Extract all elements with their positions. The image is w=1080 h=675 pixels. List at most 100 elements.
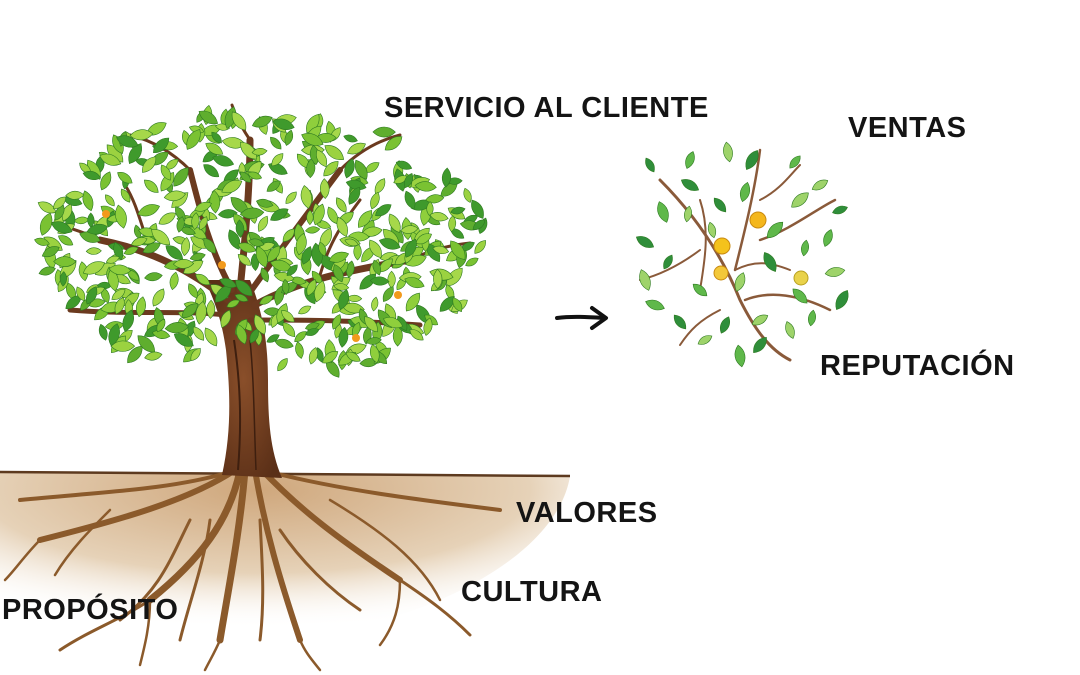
leaf	[404, 172, 414, 189]
leaf	[322, 351, 339, 364]
leaf	[267, 245, 281, 263]
leaf	[181, 303, 199, 318]
leaf	[239, 171, 252, 183]
leaf	[306, 209, 314, 226]
leaf	[832, 205, 848, 215]
leaf	[439, 296, 455, 312]
leaf	[358, 210, 373, 228]
leaf	[286, 264, 298, 276]
leaf	[332, 314, 342, 330]
leaf	[319, 178, 330, 199]
leaf	[41, 246, 60, 258]
leaf	[173, 333, 194, 347]
leaf	[85, 247, 102, 255]
leaf	[344, 158, 355, 179]
leaf	[253, 314, 266, 335]
leaf	[336, 216, 348, 237]
leaf	[450, 206, 466, 215]
leaf	[645, 299, 665, 311]
leaf	[116, 135, 139, 148]
leaf	[348, 186, 361, 205]
leaf	[108, 264, 132, 276]
leaf	[465, 257, 479, 267]
leaf	[158, 212, 177, 225]
leaf	[305, 226, 321, 234]
leaf	[282, 228, 295, 243]
label-valores: VALORES	[516, 497, 658, 529]
leaf	[234, 293, 249, 302]
leaf	[82, 170, 101, 181]
leaf	[270, 208, 289, 221]
leaf	[400, 225, 419, 234]
leaf	[53, 256, 77, 267]
leaf	[343, 134, 358, 143]
leaf	[169, 271, 179, 291]
leaf	[198, 110, 218, 125]
leaf	[719, 316, 731, 334]
leaf	[188, 283, 198, 299]
leaf	[78, 261, 89, 282]
leaf	[198, 216, 208, 231]
leaf	[172, 258, 195, 269]
leaf	[713, 197, 727, 213]
fruit	[713, 211, 809, 286]
leaf	[472, 219, 486, 230]
leaf	[144, 272, 163, 282]
leaf	[251, 115, 273, 128]
leaf	[384, 136, 403, 151]
leaf	[448, 215, 457, 233]
leaf	[189, 226, 207, 240]
leaf	[61, 203, 73, 222]
leaf	[311, 270, 323, 285]
leaf	[353, 242, 362, 261]
leaf	[86, 223, 109, 235]
leaf	[789, 155, 801, 169]
leaf	[277, 358, 288, 372]
leaf	[323, 161, 339, 177]
leaf	[65, 295, 82, 309]
leaf	[212, 155, 235, 167]
leaf	[452, 297, 463, 313]
leaf	[423, 317, 433, 336]
leaf	[235, 219, 245, 238]
leaf	[766, 221, 784, 239]
leaf	[378, 238, 401, 250]
leaf	[426, 201, 434, 217]
leaf	[345, 179, 367, 191]
leaf	[314, 280, 326, 303]
leaf	[59, 271, 67, 287]
leaf	[333, 283, 350, 291]
leaf	[374, 178, 386, 195]
tree-roots	[3, 466, 502, 672]
leaf	[315, 347, 324, 363]
leaf	[824, 267, 846, 277]
leaf	[122, 309, 134, 332]
leaf	[414, 181, 437, 192]
leaf	[235, 279, 253, 297]
leaf	[206, 299, 216, 319]
leaf	[123, 246, 139, 255]
leaf	[338, 289, 349, 311]
leaf	[429, 212, 449, 222]
leaf	[316, 149, 328, 168]
leaf	[247, 171, 263, 180]
leaf	[344, 238, 359, 247]
leaf	[195, 273, 211, 286]
leaf	[347, 142, 366, 155]
leaf	[160, 164, 172, 181]
leaf	[239, 207, 265, 219]
leaf	[173, 167, 189, 187]
leaf	[274, 338, 294, 349]
leaf	[290, 276, 307, 285]
leaf	[365, 337, 382, 345]
leaf	[405, 292, 421, 312]
leaf	[120, 188, 131, 203]
tree-fruit	[102, 210, 110, 218]
leaf	[785, 321, 795, 339]
leaf	[433, 268, 443, 290]
leaf	[707, 221, 717, 239]
leaf	[739, 181, 751, 203]
leaf	[205, 142, 224, 155]
label-servicio-al-cliente: SERVICIO AL CLIENTE	[384, 92, 709, 124]
leaf	[335, 197, 347, 213]
